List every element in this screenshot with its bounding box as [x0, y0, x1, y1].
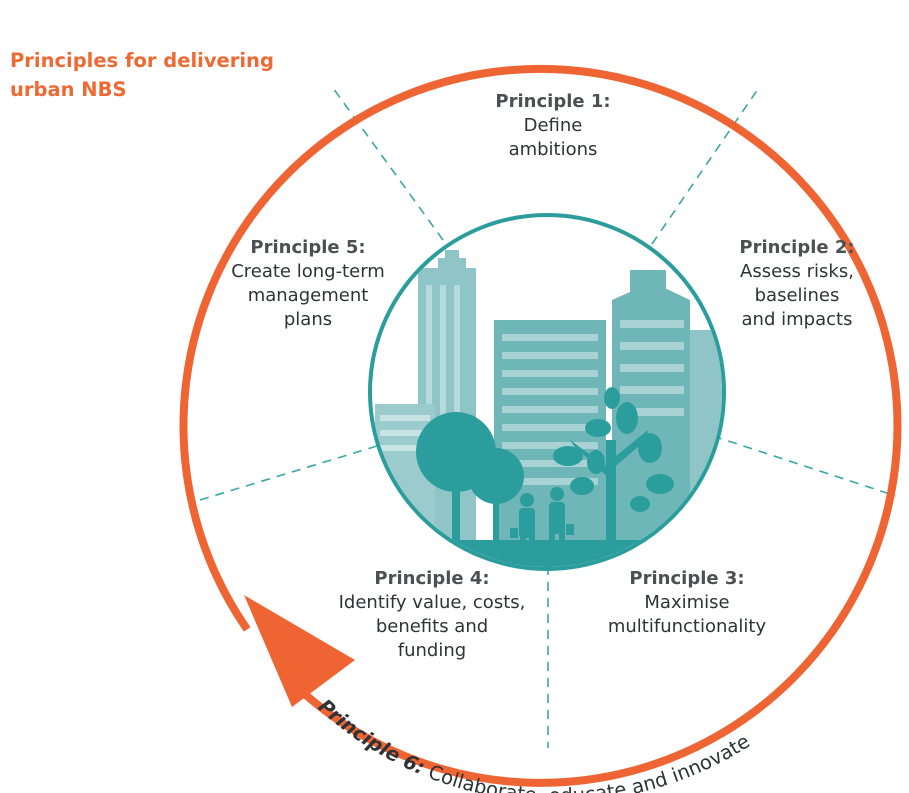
divider-line — [332, 87, 444, 241]
principle-2-line: Assess risks, — [740, 261, 854, 282]
principle-6-title: Principle 6: — [314, 695, 429, 780]
principle-6-label: Principle 6: Collaborate, educate and in… — [314, 695, 754, 793]
principle-4-label: Principle 4: Identify value, costs, bene… — [322, 567, 542, 663]
principle-4-line: funding — [397, 640, 467, 661]
principle-2-label: Principle 2: Assess risks, baselines and… — [722, 236, 872, 332]
principle-2-line: and impacts — [741, 309, 853, 330]
heading-line-2: urban NBS — [10, 78, 127, 101]
principle-3-line: multifunctionality — [607, 616, 767, 637]
principle-5-title: Principle 5: — [250, 237, 366, 258]
principle-2-line: baselines — [754, 285, 840, 306]
principle-3-line: Maximise — [644, 592, 730, 613]
divider-line — [199, 445, 378, 501]
principle-5-line: plans — [283, 309, 333, 330]
heading-line-1: Principles for delivering — [10, 49, 274, 72]
principle-4-line: benefits and — [375, 616, 489, 637]
principle-2-title: Principle 2: — [739, 237, 855, 258]
principle-3-title: Principle 3: — [629, 568, 745, 589]
principle-1-label: Principle 1: Define ambitions — [463, 90, 643, 162]
principle-5-line: Create long-term — [231, 261, 385, 282]
principle-1-line: Define — [523, 115, 583, 136]
section-dividers — [199, 87, 897, 748]
principle-4-title: Principle 4: — [374, 568, 490, 589]
principle-3-label: Principle 3: Maximise multifunctionality — [592, 567, 782, 639]
principle-1-title: Principle 1: — [495, 91, 611, 112]
outer-cycle-ring — [179, 64, 902, 787]
diagram-heading: Principles for delivering urban NBS — [10, 46, 274, 104]
principle-1-line: ambitions — [508, 139, 598, 160]
divider-line — [712, 435, 897, 497]
principle-5-label: Principle 5: Create long-term management… — [208, 236, 408, 332]
principle-5-line: management — [247, 285, 369, 306]
principle-4-line: Identify value, costs, — [338, 592, 526, 613]
cycle-arrow-head-icon — [244, 595, 355, 707]
